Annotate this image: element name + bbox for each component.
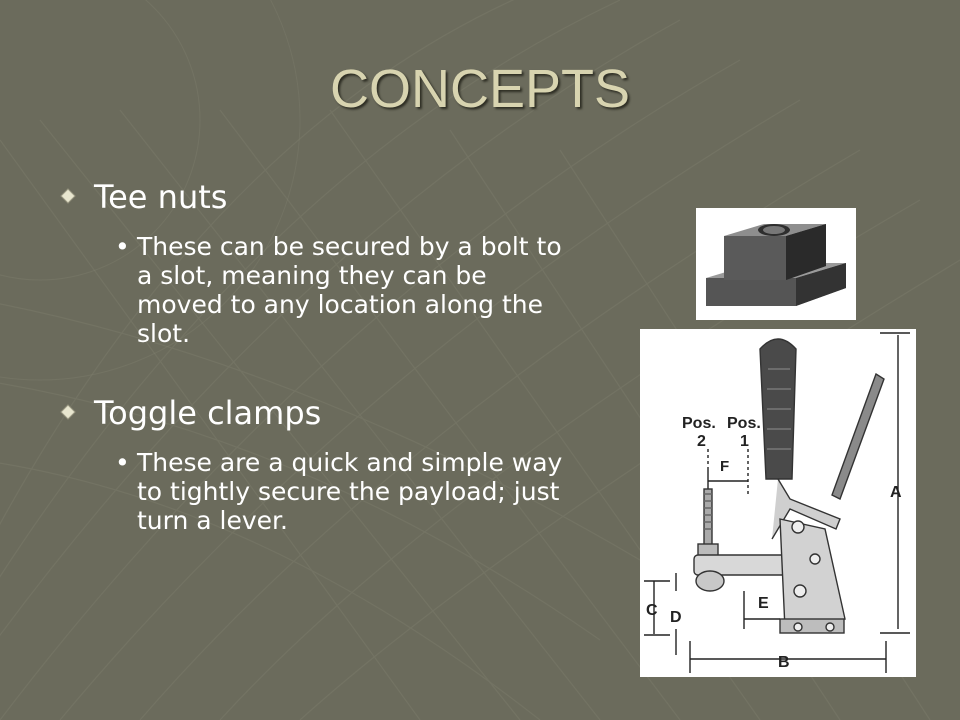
toggle-clamp-diagram: Pos. 2 Pos. 1 F A C D E B (640, 329, 916, 677)
label-f: F (720, 458, 729, 475)
heading-tee-nuts: Tee nuts (94, 178, 228, 216)
label-pos2-num: 2 (697, 433, 706, 450)
dot-bullet-icon: • (115, 448, 130, 477)
label-pos2: Pos. (682, 415, 716, 432)
dot-bullet-icon: • (115, 232, 130, 261)
heading-toggle-clamps: Toggle clamps (94, 394, 322, 432)
label-d: D (670, 609, 682, 626)
detail-tee-nuts-text: These can be secured by a bolt to a slot… (137, 232, 562, 348)
label-b: B (778, 654, 790, 671)
label-pos1-num: 1 (740, 433, 749, 450)
label-c: C (646, 602, 658, 619)
diamond-bullet-icon (60, 404, 76, 420)
detail-toggle-clamps-text: These are a quick and simple way to tigh… (137, 448, 563, 535)
tee-nut-image (696, 208, 856, 320)
label-a: A (890, 484, 902, 501)
label-e: E (758, 595, 769, 612)
slide-title: CONCEPTS (329, 59, 631, 119)
label-pos1: Pos. (727, 415, 761, 432)
diamond-bullet-icon (60, 188, 76, 204)
